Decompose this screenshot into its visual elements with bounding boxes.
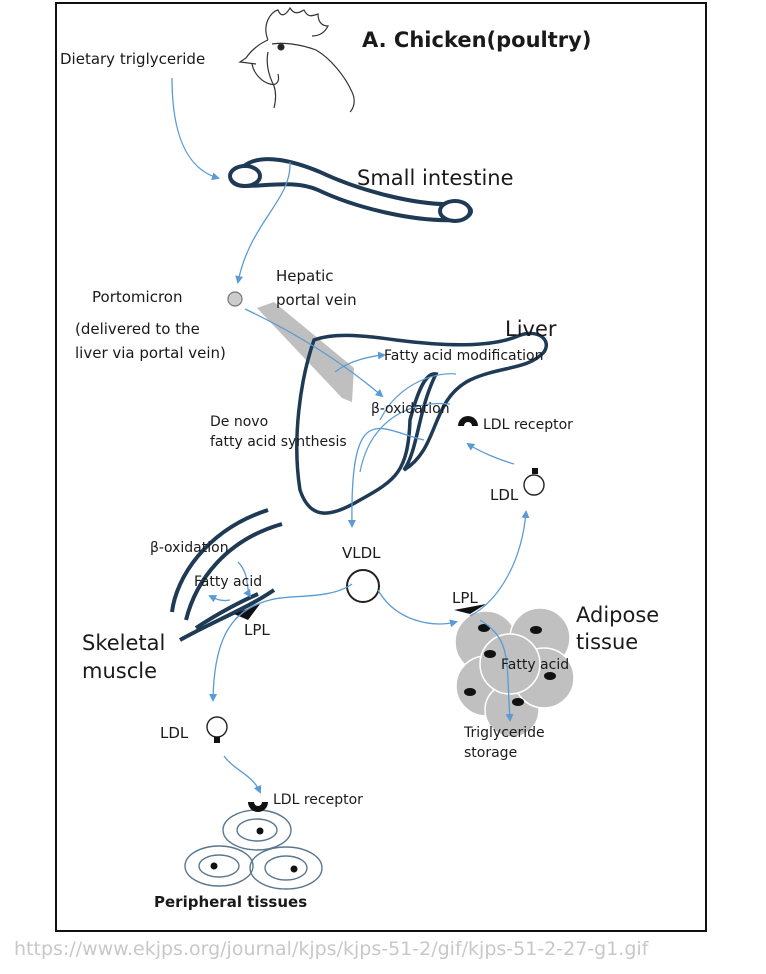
ldl-receptor-liver-icon [458, 416, 478, 426]
lpl-adipose-label: LPL [452, 589, 478, 607]
fatty-acid-muscle-label: Fatty acid [194, 574, 263, 590]
hepatic-portal-vein-label-2: portal vein [276, 291, 357, 309]
dietary-triglyceride-label: Dietary triglyceride [60, 50, 206, 68]
portomicron-particle [227, 291, 243, 307]
adipose-tissue-label-1: Adipose [576, 603, 660, 627]
ldl-left-label: LDL [160, 724, 189, 742]
de-novo-label-1: De novo [210, 414, 269, 430]
source-url: https://www.ekjps.org/journal/kjps/kjps-… [14, 938, 649, 960]
skeletal-muscle-label-2: muscle [82, 659, 158, 683]
flow-arrows [171, 77, 530, 794]
vldl-label: VLDL [342, 544, 381, 562]
triglyceride-storage-label-2: storage [464, 745, 518, 761]
liver-label: Liver [505, 317, 557, 341]
fatty-acid-adipose-label: Fatty acid [501, 657, 570, 673]
small-intestine-label: Small intestine [357, 166, 514, 190]
lpl-adipose-marker [454, 604, 486, 614]
ldl-apob-right [532, 468, 538, 474]
liver-outline [295, 331, 548, 515]
hepatic-portal-vein [257, 302, 354, 402]
skeletal-muscle-label-1: Skeletal [82, 631, 166, 655]
triglyceride-storage-label-1: Triglyceride [464, 725, 545, 741]
ldl-receptor-periph-label: LDL receptor [273, 792, 363, 808]
delivered-label-1: (delivered to the [75, 320, 200, 338]
fatty-acid-modification-label: Fatty acid modification [384, 348, 544, 364]
small-intestine-tube [228, 157, 473, 223]
ldl-particle-right [523, 474, 545, 496]
hepatic-portal-vein-label-1: Hepatic [276, 267, 334, 285]
liver-metabolic-arrows [359, 373, 457, 473]
peripheral-cells [184, 809, 323, 890]
lpl-muscle-marker [234, 604, 260, 620]
skeletal-muscle-fibers [170, 508, 283, 642]
portomicron-label: Portomicron [92, 288, 183, 306]
ldl-receptor-periph-icon [248, 802, 268, 812]
diagram-title: A. Chicken(poultry) [362, 28, 592, 52]
diagram-frame [55, 2, 707, 932]
ldl-apob-left [214, 737, 220, 743]
de-novo-label-2: fatty acid synthesis [210, 434, 347, 450]
adipose-nuclei [464, 624, 556, 706]
ldl-receptor-liver-label: LDL receptor [483, 417, 573, 433]
peripheral-tissues-label: Peripheral tissues [154, 893, 308, 911]
adipose-tissue-label-2: tissue [576, 630, 639, 654]
lpl-muscle-label: LPL [244, 621, 270, 639]
ldl-particle-left [206, 716, 228, 738]
beta-oxidation-liver-label: β-oxidation [371, 401, 450, 417]
beta-oxidation-muscle-label: β-oxidation [150, 540, 229, 556]
chicken-icon [238, 6, 355, 113]
vldl-particle [346, 569, 380, 603]
peripheral-nuclei [210, 827, 298, 873]
adipose-cells [454, 607, 575, 738]
delivered-label-2: liver via portal vein) [75, 344, 226, 362]
ldl-right-label: LDL [490, 486, 519, 504]
